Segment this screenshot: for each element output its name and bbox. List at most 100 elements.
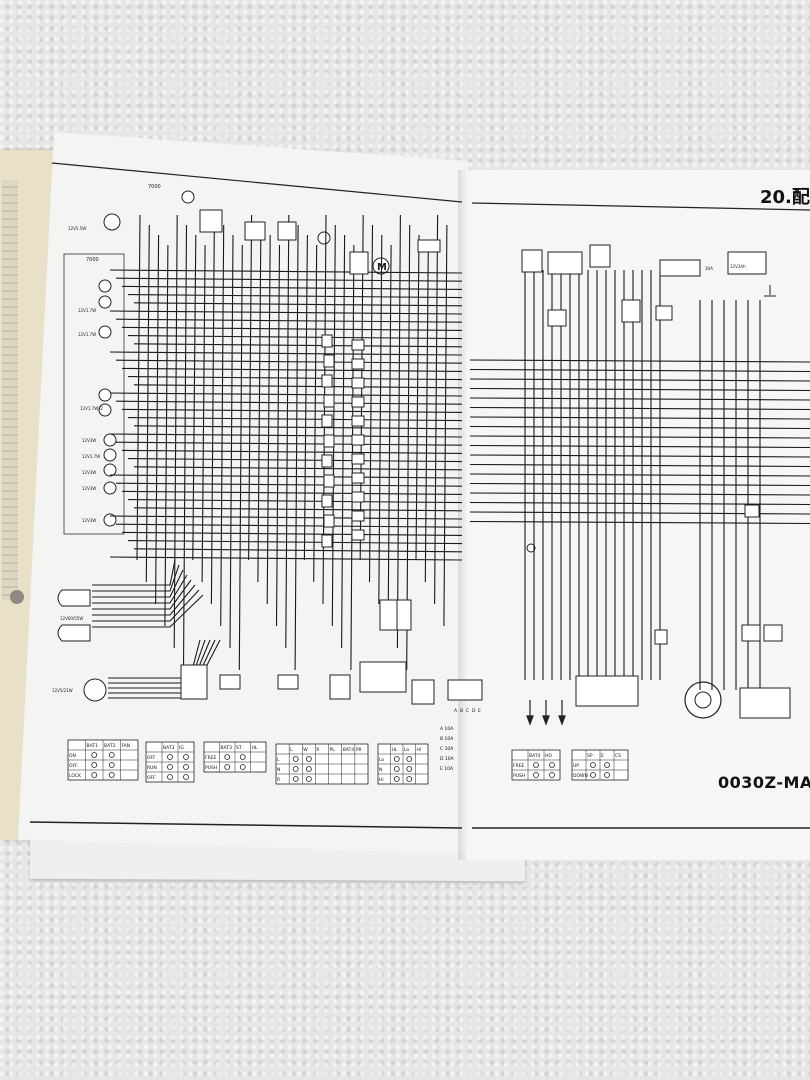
switch-contact-dot (108, 772, 115, 778)
wire (257, 224, 262, 583)
component-box (547, 309, 567, 327)
wire (275, 244, 281, 627)
wire (92, 579, 192, 610)
connector-block (321, 374, 333, 388)
switch-table-header: L (290, 747, 293, 753)
wire (164, 244, 169, 627)
switch-table-header: BAT1 (87, 743, 99, 749)
component-box (180, 664, 208, 700)
switch-contact-dot (305, 756, 312, 762)
wire-harness (92, 214, 810, 699)
wire (406, 224, 411, 671)
switch-table-row-label: FREE (513, 763, 525, 769)
wire (109, 310, 463, 315)
wire (210, 214, 215, 605)
wire (92, 564, 180, 592)
wire (121, 531, 463, 536)
wire (127, 417, 463, 422)
switch-table-header: BAT4 (529, 753, 541, 759)
switch-table-row-label: UP (573, 763, 579, 769)
bulb-icon (103, 448, 117, 462)
switch-table-row-label: PUSH (205, 765, 217, 771)
wire (133, 425, 463, 430)
bulb-icon (181, 190, 195, 204)
bulb-icon (103, 433, 117, 447)
connector-block (323, 434, 335, 448)
wire (115, 523, 463, 528)
wire (434, 214, 439, 605)
wire (469, 397, 810, 401)
wire (109, 392, 463, 397)
switch-table-header: BAT3 (163, 745, 175, 751)
component-box (359, 661, 407, 693)
wire (92, 584, 196, 616)
headlight-group (57, 589, 91, 642)
fuse-header-label: D (472, 708, 476, 714)
wire (121, 285, 463, 290)
document-code: 0030Z-MAY- (718, 773, 810, 792)
switch-table-header: HO (545, 753, 552, 759)
lamp-label: 12V5/21W (52, 688, 73, 693)
headlight-icon (57, 624, 91, 642)
lamp-label: 12V3W (82, 470, 96, 475)
connector-block (351, 472, 365, 484)
switch-contact-dot (406, 776, 413, 782)
switch-table-header: E (601, 753, 604, 759)
component-box (655, 305, 673, 321)
wire (127, 294, 463, 299)
component-box (277, 221, 297, 241)
wire (469, 501, 810, 506)
switch-table-header: W (303, 747, 308, 753)
switch-table-row-label: RUN (147, 765, 157, 771)
component-box (417, 239, 441, 253)
switch-contact-dot (305, 766, 312, 772)
fuse-header-label: A (454, 708, 458, 714)
connector-block (351, 339, 365, 351)
wire (387, 244, 392, 627)
switch-contact-dot (406, 766, 413, 772)
spark-plug-tip (526, 715, 534, 726)
connector-block (321, 534, 333, 548)
wire (469, 435, 810, 439)
wire (396, 214, 401, 649)
wire (133, 384, 463, 389)
wire (469, 482, 810, 487)
switch-table-row-label: LOCK (69, 773, 82, 779)
switch-table-header: HL (392, 747, 398, 753)
component-box (447, 679, 483, 701)
back-booklet-printed-strip (2, 180, 18, 600)
wire (133, 343, 463, 348)
component-box (763, 624, 783, 642)
connector-block (351, 453, 365, 465)
wire (303, 234, 308, 561)
bulb-icon (98, 403, 112, 417)
switch-contact-dot (406, 756, 413, 762)
switch-table-row-label: ON (69, 753, 76, 759)
switch-table-header: SP (587, 753, 593, 759)
wire (182, 224, 188, 671)
switch-table-row-label: OFF (147, 755, 156, 761)
wire (220, 224, 225, 627)
bulb-icon (103, 213, 121, 231)
switch-contact-dot (549, 772, 555, 778)
top-border-line-right (471, 202, 810, 211)
connector-block (351, 415, 365, 427)
switch-table-header: CS (615, 753, 621, 759)
switch-contact-dot (292, 756, 299, 762)
wire (285, 214, 290, 649)
wire (368, 224, 374, 583)
switch-contact-dot (590, 762, 596, 768)
section-title: 20.配 (760, 187, 810, 208)
wire (127, 540, 463, 545)
switch-contact-dot (239, 764, 246, 770)
connector-block (321, 414, 333, 428)
wire (109, 515, 463, 520)
wire (92, 589, 200, 622)
switch-table-header: FAN (122, 743, 131, 749)
component-box (589, 244, 611, 268)
wire (109, 474, 463, 479)
wire (109, 433, 463, 438)
lamp-label: 12V1.7W (78, 308, 96, 313)
fuse-row-label: C 10A (440, 746, 454, 752)
